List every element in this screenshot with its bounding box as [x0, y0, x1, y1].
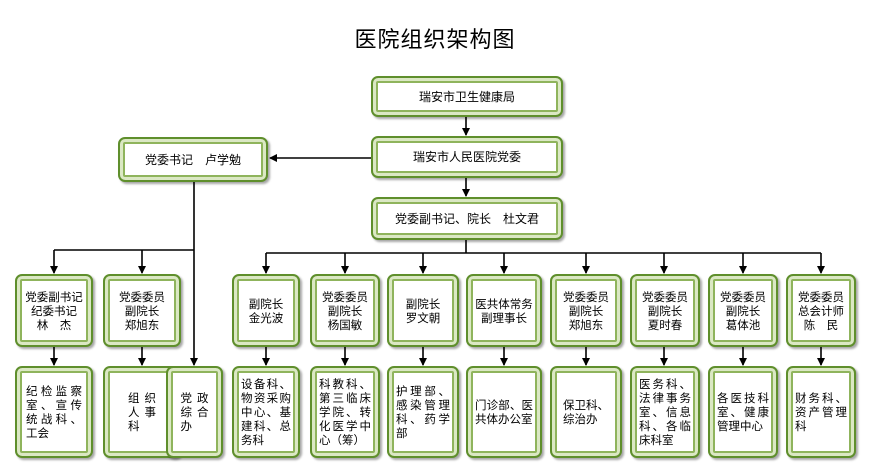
node-leader: 医共体常务副理事长 [466, 274, 542, 347]
node-leader-label: 副院长 罗文朝 [405, 296, 441, 325]
node-leader-label: 党委委员 副院长 夏时春 [642, 289, 688, 332]
node-leader-label: 党委委员 副院长 杨国敏 [322, 289, 368, 332]
node-bureau: 瑞安市卫生健康局 [371, 76, 563, 117]
node-leader: 党委委员 副院长 夏时春 [630, 274, 700, 347]
node-department: 各医技科室、健康管理中心 [708, 366, 778, 458]
node-leader-label: 党委委员 副院长 葛体池 [720, 289, 766, 332]
node-department-label: 纪检监察室、宣传统战科、工会 [26, 384, 82, 440]
node-department-label: 设备科、物资采购中心、基建科、总务科 [241, 377, 291, 447]
chart-title: 医院组织架构图 [354, 28, 516, 53]
node-left-leader: 党委副书记 纪委书记 林 杰 [15, 274, 93, 347]
node-department-label: 门诊部、医共体办公室 [475, 398, 533, 426]
node-department: 科教科、第三临床学院、转化医学中心（筹） [310, 366, 380, 458]
node-leader: 副院长 金光波 [232, 274, 300, 347]
node-department-label: 各医技科室、健康管理中心 [717, 391, 769, 433]
node-department-label: 医务科、法律事务室、信息科、各临床科室 [639, 377, 691, 447]
node-department-label: 科教科、第三临床学院、转化医学中心（筹） [319, 377, 371, 447]
node-left-leader: 党委委员 副院长 郑旭东 [103, 274, 181, 347]
node-committee-label: 瑞安市人民医院党委 [412, 150, 521, 164]
node-president-label: 党委副书记、院长 杜文君 [394, 211, 539, 226]
node-left-leader-label: 党委副书记 纪委书记 林 杰 [25, 289, 83, 332]
node-department: 医务科、法律事务室、信息科、各临床科室 [630, 366, 700, 458]
node-bureau-label: 瑞安市卫生健康局 [418, 89, 515, 104]
node-leader-label: 医共体常务副理事长 [475, 296, 533, 325]
node-secretary: 党委书记 卢学勉 [118, 137, 268, 182]
node-department-label: 护理部、感染管理科、药学部 [396, 384, 450, 440]
node-leader: 党委委员 副院长 杨国敏 [310, 274, 380, 347]
node-leader-label: 党委委员 总会计师 陈 民 [798, 289, 844, 332]
node-leader: 党委委员 总会计师 陈 民 [786, 274, 856, 347]
node-leader-label: 副院长 金光波 [248, 296, 284, 325]
node-department: 纪检监察室、宣传统战科、工会 [15, 366, 93, 458]
node-department-label: 党政综合办 [180, 391, 209, 433]
node-leader-label: 党委委员 副院长 郑旭东 [563, 289, 609, 332]
node-department: 财务科、资产管理科 [786, 366, 856, 458]
node-department-label: 组织人事科 [128, 391, 156, 433]
node-left-leader-label: 党委委员 副院长 郑旭东 [119, 289, 165, 332]
node-leader: 副院长 罗文朝 [387, 274, 459, 347]
node-department: 党政综合办 [166, 366, 223, 458]
node-president: 党委副书记、院长 杜文君 [371, 197, 563, 240]
node-department: 设备科、物资采购中心、基建科、总务科 [232, 366, 300, 458]
node-leader: 党委委员 副院长 郑旭东 [550, 274, 622, 347]
node-department: 护理部、感染管理科、药学部 [387, 366, 459, 458]
node-department-label: 保卫科、综治办 [563, 398, 609, 426]
node-secretary-label: 党委书记 卢学勉 [144, 152, 241, 167]
node-committee: 瑞安市人民医院党委 [371, 136, 563, 178]
node-department: 保卫科、综治办 [550, 366, 622, 458]
node-department-label: 财务科、资产管理科 [795, 391, 847, 433]
node-department: 门诊部、医共体办公室 [466, 366, 542, 458]
node-leader: 党委委员 副院长 葛体池 [708, 274, 778, 347]
